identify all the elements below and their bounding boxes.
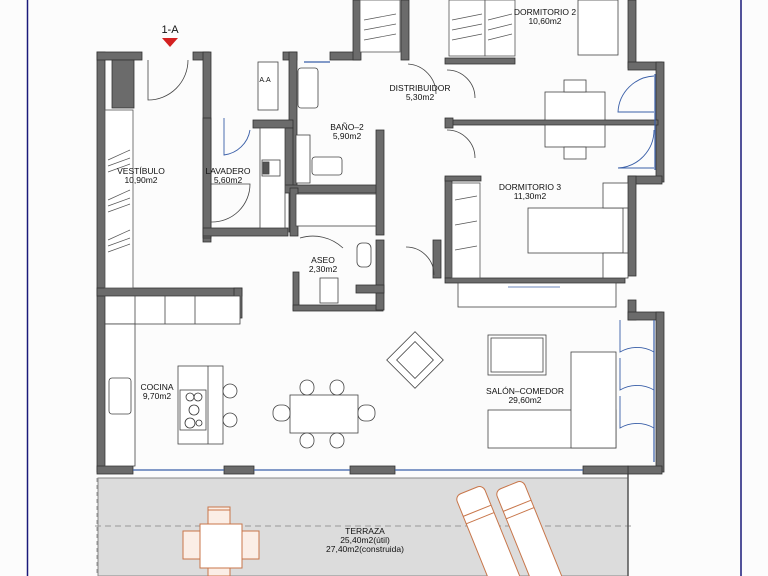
room-name: ASEO (311, 255, 335, 265)
room-area: 5,30m2 (405, 92, 435, 102)
room-name: DISTRIBUIDOR (389, 83, 451, 93)
room-label-terraza: TERRAZA 25,40m2(útil) 27,40m2(construida… (326, 527, 404, 554)
room-name: VESTÍBULO (117, 166, 165, 176)
room-area: 2,30m2 (308, 264, 338, 274)
furniture (104, 0, 629, 467)
room-label-distribuidor: DISTRIBUIDOR 5,30m2 (390, 84, 451, 102)
room-label-cocina: COCINA 9,70m2 (140, 383, 173, 401)
room-name: BAÑO–2 (330, 122, 364, 132)
room-area: 11,30m2 (513, 191, 547, 201)
entrance-marker-icon (162, 38, 178, 47)
sun-lounger-icon (456, 481, 563, 576)
room-name: TERRAZA (345, 526, 385, 536)
room-label-bano-2: BAÑO–2 5,90m2 (330, 123, 364, 141)
wardrobe-hatch (107, 13, 513, 253)
unit-label: 1-A (161, 24, 179, 36)
room-area: 10,60m2 (528, 16, 562, 26)
room-name: COCINA (140, 382, 174, 392)
room-label-vestibulo: VESTÍBULO 10,90m2 (117, 167, 165, 185)
room-area: 29,60m2 (508, 395, 542, 405)
walls (96, 0, 665, 475)
room-name: SALÓN–COMEDOR (486, 386, 564, 396)
room-name: LAVADERO (205, 166, 251, 176)
room-name: DORMITORIO 3 (498, 182, 562, 192)
cooktop-icon (184, 392, 203, 429)
room-area: 5,60m2 (213, 175, 243, 185)
room-area: 9,70m2 (142, 391, 172, 401)
room-label-aseo: ASEO 2,30m2 (309, 256, 337, 274)
terrace-table-icon (182, 506, 260, 576)
room-name: DORMITORIO 2 (513, 7, 577, 17)
windows (133, 61, 656, 471)
room-label-dormitorio-2: DORMITORIO 2 10,60m2 (514, 8, 576, 26)
room-label-salon-comedor: SALÓN–COMEDOR 29,60m2 (486, 387, 564, 405)
terrace-area-construida: 27,40m2(construida) (326, 544, 404, 554)
room-label-dormitorio-3: DORMITORIO 3 11,30m2 (499, 183, 561, 201)
glass-doors (223, 75, 655, 429)
doors (147, 59, 476, 276)
room-area: 5,90m2 (332, 131, 362, 141)
aa-label: A.A (259, 77, 271, 84)
room-label-lavadero: LAVADERO 5,60m2 (205, 167, 250, 185)
room-area: 10,90m2 (124, 175, 158, 185)
terrace-area-util: 25,40m2(útil) (340, 535, 390, 545)
wardrobes (104, 0, 516, 289)
